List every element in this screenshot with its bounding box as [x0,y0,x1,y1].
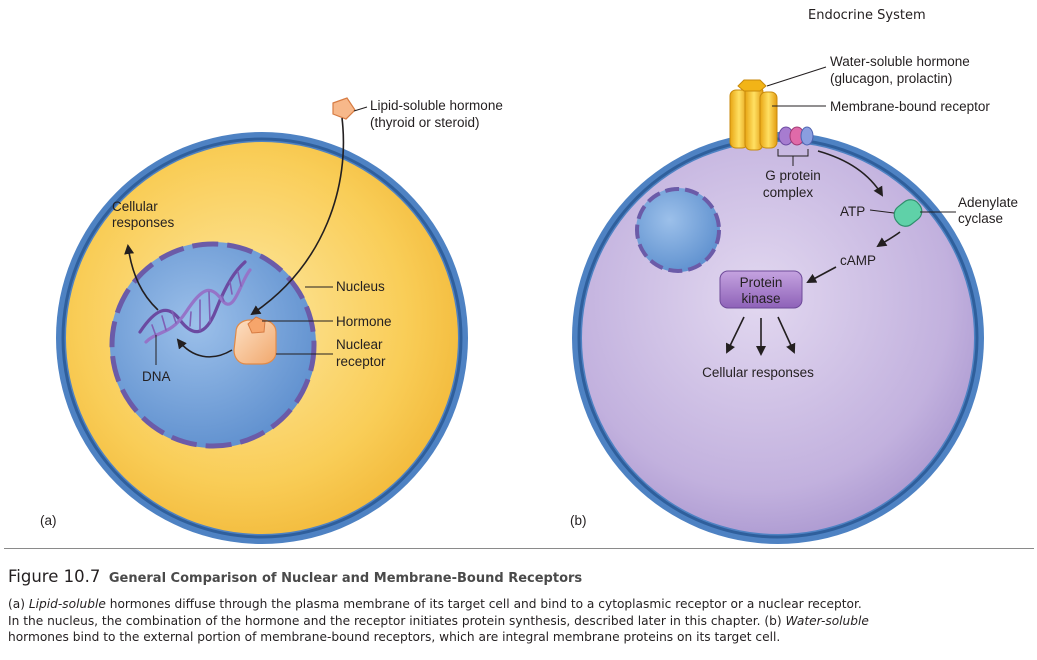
figure-number: Figure 10.7 [8,567,101,586]
cell-a-membrane-inner [61,137,463,539]
g-protein-label-line1: G protein [765,168,821,183]
nuclear-receptor-label-line1: Nuclear [336,337,383,352]
adenylate-cyclase-icon [893,199,923,227]
atp-label: ATP [840,204,865,219]
caption-part-a-marker: (a) [8,597,29,611]
cellular-responses-a-line2: responses [112,215,175,230]
protein-kinase-label-line2: kinase [741,291,780,306]
nucleus-a [110,242,316,448]
caption-line-2-text: In the nucleus, the combination of the h… [8,613,786,628]
protein-kinase-label-line1: Protein [740,275,783,290]
cellular-responses-b-label: Cellular responses [702,365,814,380]
water-hormone-label: Water-soluble hormone [830,54,970,69]
leader-lines-b [766,66,956,214]
camp-label: cAMP [840,253,876,268]
arrows-a [124,117,345,358]
nucleus-b [636,188,720,272]
figure-title: Figure 10.7 General Comparison of Nuclea… [8,567,582,587]
leader-lines-a [155,106,368,365]
cell-b-membrane-inner [577,137,979,539]
membrane-bound-receptor-icon [729,79,778,151]
lipid-hormone-icon [332,97,356,120]
cell-b [572,132,984,544]
page-header-section: Endocrine System [808,8,926,23]
caption-lipid-term: Lipid-soluble [28,597,106,611]
adenylate-label-line2: cyclase [958,211,1003,226]
caption-line-2: In the nucleus, the combination of the h… [8,613,1028,630]
lipid-hormone-examples: (thyroid or steroid) [370,115,480,130]
water-hormone-examples: (glucagon, prolactin) [830,71,952,86]
hormone-icon [247,316,266,334]
caption-line-1-text: hormones diffuse through the plasma memb… [105,597,862,611]
dna-label: DNA [142,369,171,384]
caption-line-3: hormones bind to the external portion of… [8,630,781,644]
figure-heading: General Comparison of Nuclear and Membra… [108,571,583,586]
dna-helix [138,260,252,344]
protein-kinase-box [719,270,803,309]
caption-line-1: (a) Lipid-soluble hormones diffuse throu… [8,596,1028,613]
lipid-hormone-label: Lipid-soluble hormone [370,98,503,113]
nuclear-envelope-a [109,241,317,449]
cellular-responses-a-line1: Cellular [112,199,158,214]
g-protein-label-line2: complex [763,185,814,200]
nucleus-label: Nucleus [336,279,385,294]
adenylate-label-line1: Adenylate [958,195,1018,210]
caption-water-term: Water-soluble [785,613,869,628]
arrows-b [725,150,901,356]
g-protein-complex-icon [778,126,814,146]
membrane-receptor-label: Membrane-bound receptor [830,99,990,114]
hormone-label: Hormone [336,314,392,329]
receptor-diagram: Lipid-soluble hormone (thyroid or steroi… [40,54,1018,544]
panel-a-label: (a) [40,513,57,528]
nuclear-receptor-label-line2: receptor [336,354,386,369]
panel-b-label: (b) [570,513,587,528]
water-hormone-icon [737,79,767,92]
figure-caption: (a) Lipid-soluble hormones diffuse throu… [8,596,1028,646]
caption-divider [4,548,1034,549]
nuclear-envelope-b [635,187,721,273]
nuclear-receptor-icon [233,316,277,365]
